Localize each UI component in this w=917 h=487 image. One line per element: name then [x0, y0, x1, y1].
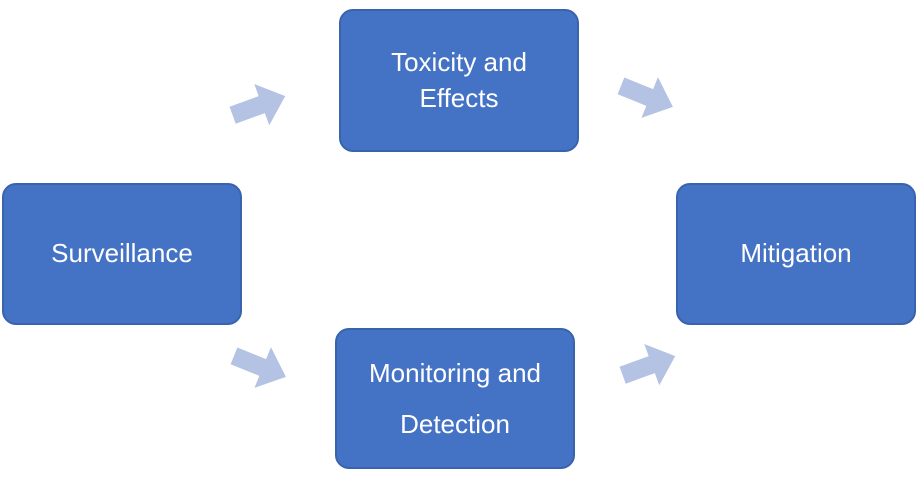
arrow-surveillance-to-monitoring [230, 347, 286, 388]
node-label-monitoring-and-detection: Monitoring and Detection [369, 357, 541, 439]
node-label-toxicity-and-effects: Toxicity and Effects [391, 47, 527, 113]
arrow-shape [230, 347, 286, 388]
node-label-mitigation: Mitigation [740, 238, 852, 269]
node-mitigation: Mitigation [676, 183, 916, 325]
arrow-shape [617, 77, 673, 118]
arrow-surveillance-to-toxicity [229, 83, 286, 126]
arrow-shape [619, 343, 676, 386]
node-surveillance: Surveillance [2, 183, 242, 325]
arrow-toxicity-to-mitigation [617, 77, 673, 118]
node-toxicity-and-effects: Toxicity and Effects [339, 9, 579, 152]
arrow-shape [229, 83, 286, 126]
node-label-surveillance: Surveillance [51, 238, 193, 269]
node-monitoring-and-detection: Monitoring and Detection [335, 328, 575, 469]
arrow-monitoring-to-mitigation [619, 343, 676, 386]
